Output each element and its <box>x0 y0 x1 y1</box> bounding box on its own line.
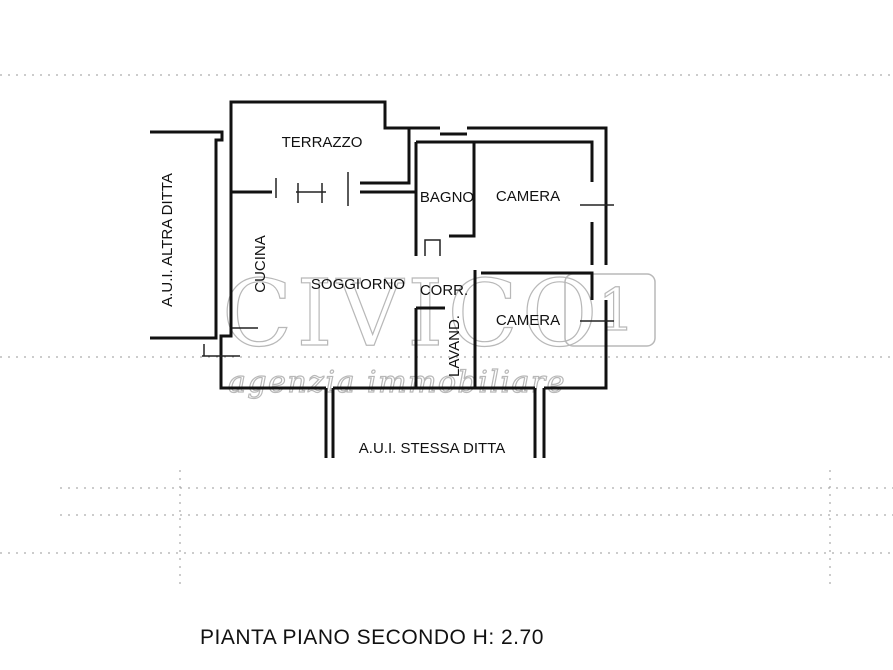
room-label-camera-top: CAMERA <box>496 188 560 205</box>
room-label-camera-bottom: CAMERA <box>496 312 560 329</box>
neighbor-bottom-outline <box>324 388 546 458</box>
neighbor-label-left: A.U.I. ALTRA DITTA <box>159 173 176 307</box>
watermark: CIVICO 1 agenzia immobiliare <box>221 259 656 401</box>
room-label-corridoio: CORR. <box>420 282 468 299</box>
interior-walls <box>231 140 594 388</box>
neighbor-label-bottom: A.U.I. STESSA DITTA <box>359 440 505 457</box>
watermark-number: 1 <box>598 276 635 344</box>
watermark-tagline: agenzia immobiliare <box>228 365 566 400</box>
scan-noise <box>0 74 893 590</box>
neighbor-left-outline <box>150 130 224 340</box>
room-label-terrazzo: TERRAZZO <box>282 134 363 151</box>
room-label-soggiorno: SOGGIORNO <box>311 276 405 293</box>
apartment-walls <box>202 126 614 390</box>
plan-title: PIANTA PIANO SECONDO H: 2.70 <box>200 626 544 649</box>
room-label-cucina: CUCINA <box>252 235 269 293</box>
watermark-brand: CIVICO <box>222 260 601 367</box>
terrace-walls <box>229 100 411 206</box>
room-label-lavanderia: LAVAND. <box>446 315 463 377</box>
watermark-badge <box>564 273 656 347</box>
room-label-bagno: BAGNO <box>420 189 474 206</box>
